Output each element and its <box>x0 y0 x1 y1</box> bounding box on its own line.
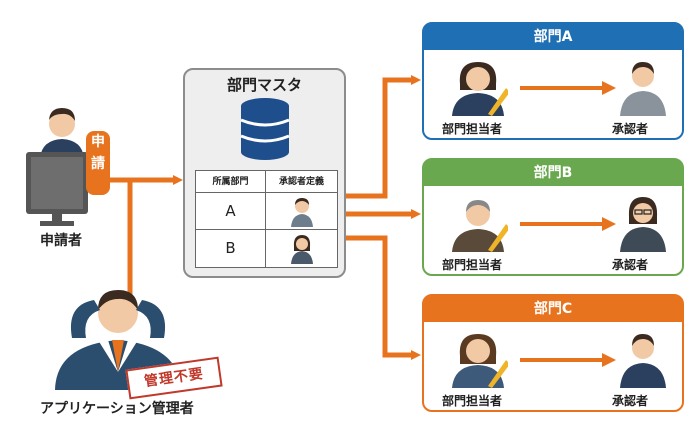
monitor-icon <box>26 152 88 226</box>
applicant-label: 申請者 <box>40 233 82 249</box>
master-row-approver <box>266 193 337 230</box>
department-a-panel: 部門A 部門担当者 承認者 <box>422 22 684 140</box>
approver-person-icon <box>290 235 313 264</box>
approver-person-icon <box>620 62 666 116</box>
pen-icon <box>488 88 508 116</box>
request-tag-char-1: 申 <box>91 134 105 150</box>
dept-b-flow-arrow <box>520 217 616 231</box>
department-c-title: 部門C <box>424 296 682 322</box>
request-tag: 申 請 <box>86 131 110 195</box>
staff-person-icon <box>452 200 508 252</box>
department-a-title: 部門A <box>424 24 682 50</box>
master-title: 部門マスタ <box>226 76 302 94</box>
master-row-dept: A <box>196 193 266 230</box>
staff-label: 部門担当者 <box>442 122 503 136</box>
arrow-to-dept-a <box>346 75 421 199</box>
department-b-panel: 部門B 部門担当者 承認者 <box>422 158 684 276</box>
master-row-approver <box>266 230 337 267</box>
master-table: 所属部門 承認者定義 A B <box>195 170 338 268</box>
master-column-header: 承認者定義 <box>266 171 337 193</box>
department-c-panel: 部門C 部門担当者 承認者 <box>422 294 684 412</box>
dept-a-flow-arrow <box>520 81 616 95</box>
approver-person-icon <box>620 197 666 252</box>
staff-label: 部門担当者 <box>442 394 503 408</box>
staff-label: 部門担当者 <box>442 258 503 272</box>
admin-label: アプリケーション管理者 <box>40 401 194 417</box>
approver-label: 承認者 <box>612 122 649 136</box>
dept-c-flow-arrow <box>520 353 616 367</box>
approver-label: 承認者 <box>612 394 649 408</box>
approver-label: 承認者 <box>612 258 649 272</box>
approver-person-icon <box>290 198 313 227</box>
approver-person-icon <box>620 334 666 388</box>
pen-icon <box>488 224 508 252</box>
request-tag-char-2: 請 <box>91 156 105 172</box>
department-master-panel: 部門マスタ 所属部門 承認者定義 A B <box>183 68 346 278</box>
pen-icon <box>488 360 508 388</box>
master-column-header: 所属部門 <box>196 171 266 193</box>
applicant-person-icon <box>40 108 84 158</box>
master-row-dept: B <box>196 230 266 267</box>
staff-person-icon <box>452 62 508 116</box>
database-icon <box>240 98 290 160</box>
department-b-title: 部門B <box>424 160 682 186</box>
admin-person-icon <box>55 290 182 390</box>
staff-person-icon <box>452 334 508 388</box>
arrow-to-dept-c <box>320 235 421 360</box>
